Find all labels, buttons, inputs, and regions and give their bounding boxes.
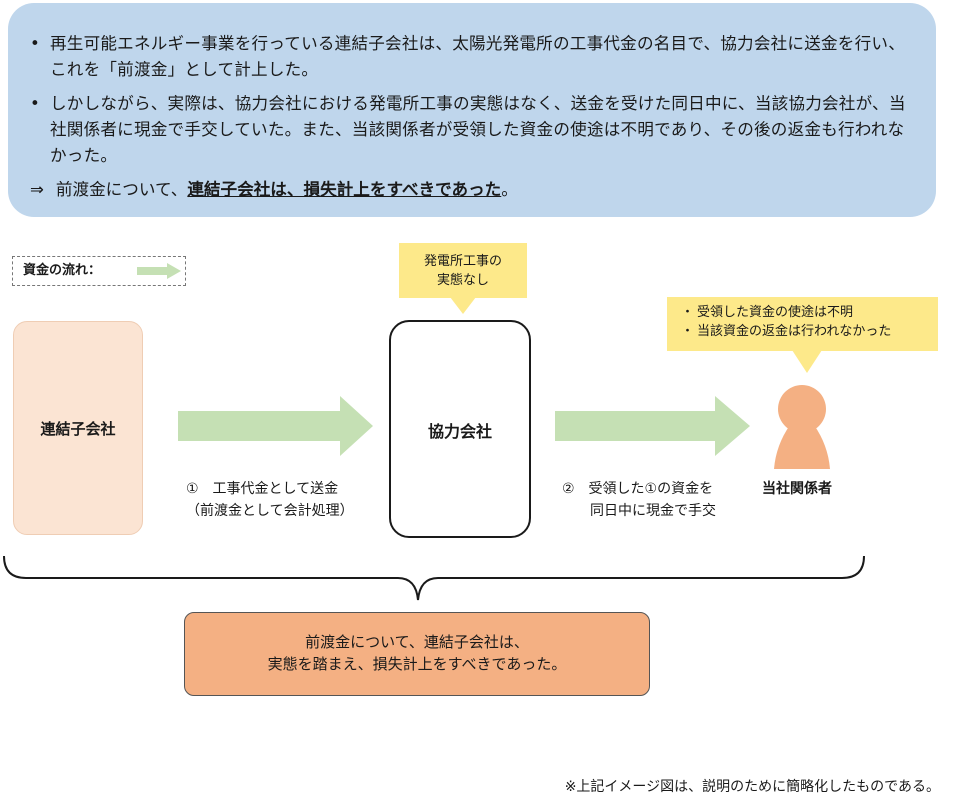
bullet-dot-icon: •: [30, 34, 40, 53]
partner-box: 協力会社: [389, 320, 531, 538]
flow-caption-line: ② 受領した①の資金を: [562, 481, 714, 497]
person-icon: [774, 385, 830, 469]
result-line: 前渡金について、連結子会社は、: [305, 633, 529, 651]
bullet-dot-icon: ・: [681, 324, 695, 339]
conclusion-emphasis: 連結子会社は、損失計上をすべきであった: [187, 180, 502, 199]
flow-1-caption: ① 工事代金として送金 （前渡金として会計処理）: [186, 478, 386, 522]
summary-bullet: • 再生可能エネルギー事業を行っている連結子会社は、太陽光発電所の工事代金の名目…: [30, 31, 908, 83]
related-note-item: ・ 当該資金の返金は行われなかった: [677, 322, 938, 341]
summary-bullet-text: しかしながら、実際は、協力会社における発電所工事の実態はなく、送金を受けた同日中…: [50, 94, 906, 165]
summary-conclusion: ⇒ 前渡金について、連結子会社は、損失計上をすべきであった。: [30, 177, 908, 203]
callout-tail-icon: [792, 350, 822, 373]
bullet-dot-icon: ・: [681, 305, 695, 320]
related-person-label: 当社関係者: [762, 481, 832, 497]
implies-arrow-icon: ⇒: [30, 180, 44, 199]
related-note-text: 当該資金の返金は行われなかった: [697, 324, 892, 339]
partner-note-line: 発電所工事の: [423, 254, 502, 269]
related-note-item: ・ 受領した資金の使途は不明: [677, 303, 938, 322]
related-note-callout: ・ 受領した資金の使途は不明 ・ 当該資金の返金は行われなかった: [667, 297, 938, 351]
subsidiary-label: 連結子会社: [40, 420, 116, 438]
brace-icon: [3, 555, 865, 601]
callout-tail-icon: [450, 297, 476, 314]
summary-bullet: • しかしながら、実際は、協力会社における発電所工事の実態はなく、送金を受けた同…: [30, 91, 908, 169]
partner-note-line: 実態なし: [436, 273, 489, 288]
flow-2-caption: ② 受領した①の資金を 同日中に現金で手交: [562, 478, 782, 522]
flow-caption-line: （前渡金として会計処理）: [186, 503, 354, 519]
result-box: 前渡金について、連結子会社は、 実態を踏まえ、損失計上をすべきであった。: [184, 612, 650, 696]
flow-arrow-1-icon: [178, 396, 373, 456]
summary-bullet-text: 再生可能エネルギー事業を行っている連結子会社は、太陽光発電所の工事代金の名目で、…: [50, 34, 905, 79]
conclusion-prefix: 前渡金について、: [55, 180, 188, 199]
legend-arrow-icon: [137, 263, 181, 279]
partner-note-callout: 発電所工事の 実態なし: [399, 243, 527, 298]
legend-label: 資金の流れ：: [23, 263, 102, 278]
flow-caption-line: 同日中に現金で手交: [590, 503, 716, 519]
conclusion-suffix: 。: [501, 180, 518, 199]
subsidiary-box: 連結子会社: [13, 321, 143, 535]
flow-arrow-2-icon: [555, 396, 750, 456]
legend: 資金の流れ：: [12, 256, 186, 286]
partner-label: 協力会社: [427, 422, 492, 441]
related-note-text: 受領した資金の使途は不明: [697, 305, 854, 320]
footer-note: ※上記イメージ図は、説明のために簡略化したものである。: [564, 779, 940, 795]
flow-caption-line: ① 工事代金として送金: [186, 481, 339, 497]
bullet-dot-icon: •: [30, 94, 40, 113]
result-line: 実態を踏まえ、損失計上をすべきであった。: [267, 655, 567, 673]
summary-panel: • 再生可能エネルギー事業を行っている連結子会社は、太陽光発電所の工事代金の名目…: [8, 3, 936, 217]
